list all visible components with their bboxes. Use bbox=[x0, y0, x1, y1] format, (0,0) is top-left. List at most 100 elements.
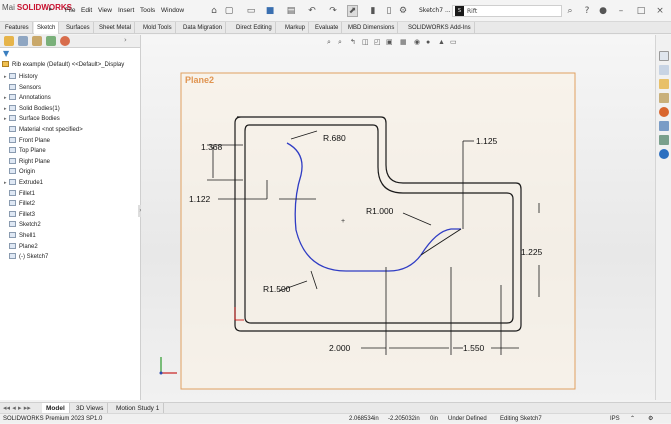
tree-item[interactable]: Origin bbox=[4, 167, 35, 177]
tree-item[interactable]: ▸Surface Bodies bbox=[4, 114, 60, 124]
view-orientation-icon[interactable]: ▣ bbox=[386, 39, 393, 46]
status-gear-icon[interactable]: ⚙ bbox=[648, 416, 654, 422]
dimension-1368[interactable]: 1.368 bbox=[201, 142, 223, 152]
tree-item[interactable]: Sensors bbox=[4, 83, 41, 93]
minimize-icon[interactable]: – bbox=[618, 6, 624, 16]
search-icon[interactable]: ⌕ bbox=[567, 6, 573, 16]
dimension-1550[interactable]: 1.550 bbox=[463, 343, 485, 353]
rebuild-icon[interactable]: ▮ bbox=[370, 6, 376, 16]
view-palette-icon[interactable] bbox=[659, 93, 669, 103]
redo-icon[interactable]: ↷ bbox=[329, 6, 337, 16]
save-icon[interactable]: ■ bbox=[265, 6, 275, 16]
select-arrow-icon[interactable]: ⬈ bbox=[347, 5, 358, 17]
search-scope-icon[interactable]: S bbox=[455, 6, 464, 16]
dimension-1122[interactable]: 1.122 bbox=[189, 194, 211, 204]
close-icon[interactable]: × bbox=[656, 6, 664, 16]
dimension-1125[interactable]: 1.125 bbox=[476, 136, 498, 146]
tree-item[interactable]: Top Plane bbox=[4, 146, 46, 156]
tree-item[interactable]: Fillet2 bbox=[4, 199, 35, 209]
hide-show-items-icon[interactable]: ◉ bbox=[414, 39, 420, 46]
tab-sheet-metal[interactable]: Sheet Metal bbox=[96, 22, 136, 34]
dimension-r680[interactable]: R.680 bbox=[323, 133, 346, 143]
tree-item[interactable]: Right Plane bbox=[4, 157, 50, 167]
dimension-1225[interactable]: 1.225 bbox=[521, 247, 543, 257]
panel-expand-icon[interactable]: › bbox=[124, 36, 127, 44]
filter-icon[interactable]: ▼ bbox=[3, 49, 10, 58]
zoom-to-fit-icon[interactable]: ⌕ bbox=[327, 39, 331, 46]
expand-arrow-icon[interactable]: ▸ bbox=[4, 105, 7, 112]
community-icon[interactable] bbox=[659, 149, 669, 159]
rib-sketch-profile[interactable] bbox=[286, 142, 461, 272]
design-library-icon[interactable] bbox=[659, 65, 669, 75]
display-manager-tab-icon[interactable] bbox=[60, 36, 70, 46]
help-icon[interactable]: ? bbox=[584, 6, 590, 16]
options-gear-icon[interactable]: ⚙ bbox=[398, 6, 408, 16]
appearances-icon[interactable] bbox=[659, 107, 669, 117]
menu-edit[interactable]: Edit bbox=[81, 7, 93, 14]
menu-insert[interactable]: Insert bbox=[118, 7, 135, 14]
tab-3d-views[interactable]: 3D Views bbox=[72, 403, 109, 414]
section-view-icon[interactable]: ◫ bbox=[362, 39, 369, 46]
tree-item[interactable]: Fillet1 bbox=[4, 189, 35, 199]
zoom-area-icon[interactable]: ⌕ bbox=[338, 39, 342, 46]
dimension-2000[interactable]: 2.000 bbox=[329, 343, 351, 353]
expand-arrow-icon[interactable]: ▸ bbox=[4, 180, 7, 186]
tree-item[interactable]: Shell1 bbox=[4, 231, 36, 241]
tab-direct-editing[interactable]: Direct Editing bbox=[233, 22, 276, 34]
status-units[interactable]: IPS bbox=[610, 416, 620, 422]
tab-model[interactable]: Model bbox=[42, 403, 70, 414]
rib-sketch-segment[interactable] bbox=[420, 228, 462, 256]
configuration-manager-tab-icon[interactable] bbox=[32, 36, 42, 46]
sketch-point[interactable]: + bbox=[341, 218, 345, 225]
tree-item[interactable]: ▸Solid Bodies(1) bbox=[4, 104, 60, 114]
tab-mbd-dimensions[interactable]: MBD Dimensions bbox=[345, 22, 399, 34]
file-explorer-icon[interactable] bbox=[659, 79, 669, 89]
user-icon[interactable]: ● bbox=[599, 6, 607, 16]
expand-arrow-icon[interactable]: ▸ bbox=[4, 95, 7, 102]
logo-menu-arrow-icon[interactable]: ▸ bbox=[49, 5, 53, 13]
dynamic-annotation-icon[interactable]: ◰ bbox=[374, 39, 381, 46]
menu-tools[interactable]: Tools bbox=[140, 7, 156, 14]
maximize-icon[interactable]: □ bbox=[636, 6, 646, 16]
tree-item[interactable]: Front Plane bbox=[4, 136, 50, 146]
tree-item[interactable]: Material <not specified> bbox=[4, 125, 83, 135]
menu-file[interactable]: File bbox=[65, 7, 76, 14]
display-style-icon[interactable]: ▦ bbox=[400, 39, 407, 46]
menu-window[interactable]: Window bbox=[161, 7, 185, 14]
tab-solidworks-add-ins[interactable]: SOLIDWORKS Add-Ins bbox=[405, 22, 475, 34]
tree-item[interactable]: Sketch2 bbox=[4, 220, 41, 230]
tab-nav-arrows-icon[interactable]: ◂◂ ◂ ▸ ▸▸ bbox=[3, 404, 31, 412]
feature-tree-tab-icon[interactable] bbox=[4, 36, 14, 46]
panel-collapse-handle[interactable]: › bbox=[138, 205, 143, 217]
tab-motion-study[interactable]: Motion Study 1 bbox=[112, 403, 165, 414]
dimension-r1000[interactable]: R1.000 bbox=[366, 206, 394, 216]
tree-item[interactable]: ▸History bbox=[4, 72, 38, 82]
previous-view-icon[interactable]: ↰ bbox=[350, 38, 356, 46]
new-document-icon[interactable]: ▢ bbox=[224, 6, 234, 16]
tab-evaluate[interactable]: Evaluate bbox=[312, 22, 343, 34]
tree-item[interactable]: Plane2 bbox=[4, 242, 38, 252]
tree-root[interactable]: Rib example (Default) <<Default>_Display bbox=[2, 60, 124, 70]
part-outer-edge[interactable] bbox=[234, 116, 522, 332]
part-inner-edge[interactable] bbox=[244, 124, 514, 324]
search-input[interactable]: S Rift bbox=[452, 5, 562, 17]
open-folder-icon[interactable]: ▭ bbox=[246, 6, 256, 16]
tab-features[interactable]: Features bbox=[2, 22, 33, 34]
menu-view[interactable]: View bbox=[98, 7, 112, 14]
graphics-area[interactable]: ⌕ ⌕ ↰ ◫ ◰ ▣ ▦ ◉ ● ▲ ▭ Plane2 bbox=[141, 35, 655, 400]
dimxpert-tab-icon[interactable] bbox=[46, 36, 56, 46]
status-units-arrow-icon[interactable]: ⌃ bbox=[630, 416, 636, 422]
tab-surfaces[interactable]: Surfaces bbox=[63, 22, 94, 34]
expand-arrow-icon[interactable]: ▸ bbox=[4, 74, 7, 80]
forum-icon[interactable] bbox=[659, 135, 669, 145]
tab-mold-tools[interactable]: Mold Tools bbox=[140, 22, 176, 34]
edit-appearance-icon[interactable]: ● bbox=[426, 39, 430, 46]
expand-arrow-icon[interactable]: ▸ bbox=[4, 116, 7, 123]
property-manager-tab-icon[interactable] bbox=[18, 36, 28, 46]
tree-item[interactable]: (-) Sketch7 bbox=[4, 252, 48, 262]
home-icon[interactable]: ⌂ bbox=[211, 6, 217, 16]
apply-scene-icon[interactable]: ▲ bbox=[438, 39, 445, 46]
undo-icon[interactable]: ↶ bbox=[308, 6, 316, 16]
tab-markup[interactable]: Markup bbox=[282, 22, 310, 34]
view-settings-icon[interactable]: ▭ bbox=[450, 39, 457, 46]
